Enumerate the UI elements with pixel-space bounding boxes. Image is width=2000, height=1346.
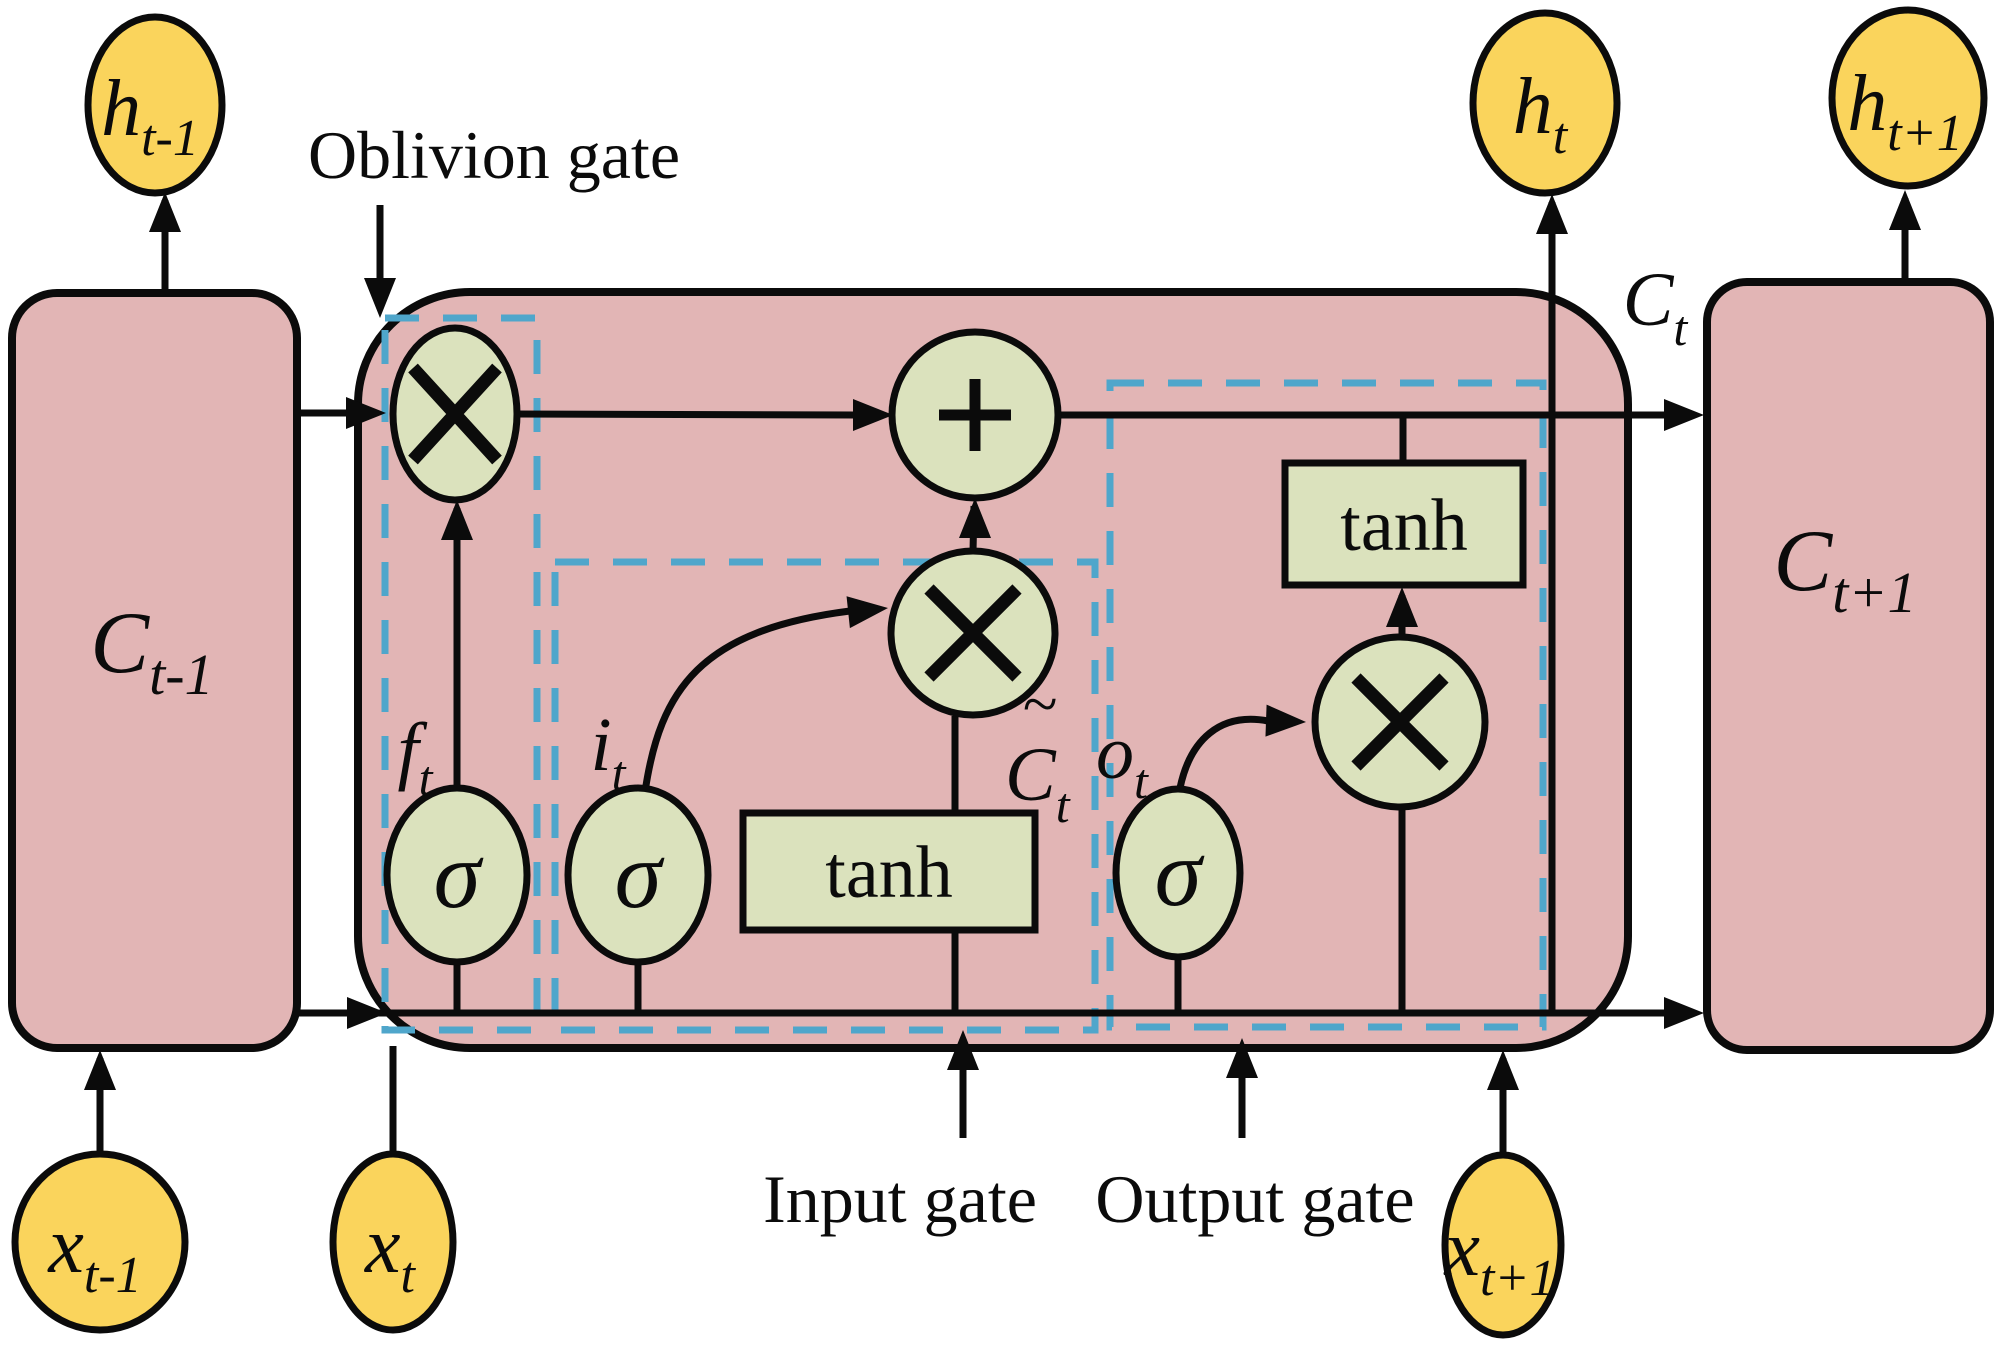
h-t-label: ht (1513, 63, 1569, 165)
sigma-output-node (1112, 785, 1244, 961)
h-next-node (1828, 6, 1988, 190)
arrowhead (1664, 399, 1704, 431)
c-tilde-label: Ct (1005, 733, 1071, 833)
tanh-box-bottom (739, 809, 1039, 934)
arrowhead (441, 500, 473, 540)
multiply-icon (1351, 673, 1449, 771)
h-prev-node (84, 13, 226, 197)
oblivion-gate-label: Oblivion gate (308, 117, 680, 193)
x-prev-label: xt-1 (47, 1202, 141, 1304)
input-gate-box (551, 558, 1099, 1034)
arrowhead (84, 1050, 116, 1090)
arrowhead (1487, 1050, 1519, 1090)
multiply-icon (924, 584, 1022, 682)
arrowhead (853, 399, 893, 431)
arrowhead (846, 596, 888, 629)
tanh-box-top (1281, 459, 1527, 589)
oblivion-gate-box (381, 314, 541, 1034)
arrowhead (1386, 587, 1418, 627)
h-prev-label: ht-1 (101, 65, 199, 167)
output-gate-label: Output gate (1095, 1161, 1414, 1237)
input-gate-label: Input gate (763, 1161, 1037, 1237)
o-t-label: ot (1096, 711, 1149, 809)
sigma-symbol: σ (1155, 820, 1205, 926)
h-t-node (1469, 9, 1621, 197)
arrowhead (947, 1030, 979, 1070)
x-t-label: xt (364, 1202, 417, 1304)
arrowhead (1536, 194, 1568, 234)
cstate-wire-mid (514, 410, 857, 419)
x-next-node (1441, 1151, 1565, 1339)
i-t-label: it (590, 703, 626, 801)
arrowhead (1889, 190, 1921, 230)
i-t-curve-wire (641, 607, 851, 793)
arrowhead (1226, 1038, 1258, 1078)
sigma-input-node (564, 784, 712, 966)
cell-prev-label: Ct-1 (90, 595, 213, 707)
tanh-label: tanh (1340, 485, 1467, 567)
f-t-label: ft (397, 708, 433, 806)
h-next-label: ht+1 (1847, 60, 1963, 162)
sigma-symbol: σ (434, 822, 484, 928)
output-gate-box (1106, 379, 1547, 1031)
arrowhead (1265, 704, 1306, 737)
x-prev-node (11, 1150, 189, 1334)
c-tilde-accent: ~ (1022, 668, 1057, 739)
x-t-node (329, 1150, 457, 1334)
arrowhead (346, 397, 386, 429)
arrowhead (1664, 997, 1704, 1029)
cell-state-prev-box (8, 289, 301, 1052)
arrowhead (347, 997, 387, 1029)
sigma-forget-node (383, 784, 531, 966)
arrowhead (959, 498, 991, 538)
arrowhead (149, 192, 181, 232)
arrowhead (364, 278, 396, 318)
cell-state-next-box (1703, 278, 1994, 1054)
tanh-label: tanh (825, 832, 952, 914)
x-next-label: xt+1 (1443, 1205, 1555, 1307)
plus-icon (939, 379, 1011, 451)
multiply-icon (408, 363, 502, 465)
sigma-symbol: σ (615, 822, 665, 928)
cell-next-label: Ct+1 (1774, 513, 1917, 625)
o-t-curve-wire (1176, 716, 1269, 789)
c-t-label: Ct (1623, 258, 1689, 356)
